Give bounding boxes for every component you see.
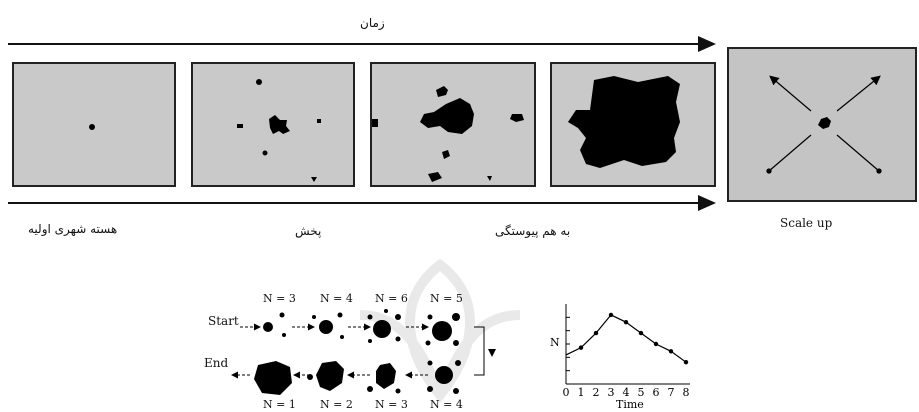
start-label: Start bbox=[208, 314, 239, 328]
chart-x-tick-label: 8 bbox=[683, 386, 690, 399]
label-scale-up: Scale up bbox=[780, 216, 833, 230]
panel-diffusion bbox=[191, 62, 355, 187]
chart-x-tick-label: 6 bbox=[653, 386, 660, 399]
chart-point bbox=[578, 345, 584, 350]
chart-ylabel: N bbox=[550, 336, 560, 349]
chart-point bbox=[623, 319, 629, 325]
time-label: زمان bbox=[360, 16, 385, 30]
count-bottom-2: N = 2 bbox=[320, 398, 353, 411]
end-label: End bbox=[204, 356, 229, 370]
scale-arrow-nw bbox=[769, 75, 812, 112]
core-dot bbox=[89, 124, 95, 130]
chart-x-tick-label: 4 bbox=[623, 386, 630, 399]
panel-initial-core bbox=[12, 62, 176, 187]
chart-x-tick-label: 7 bbox=[668, 386, 675, 399]
scale-arrow-sw bbox=[766, 134, 812, 174]
count-top-1: N = 3 bbox=[263, 292, 296, 305]
chart-x-tick-label: 0 bbox=[563, 386, 570, 399]
blob-evolution-diagram bbox=[231, 309, 496, 395]
count-top-2: N = 4 bbox=[320, 292, 353, 305]
chart-x-tick-label: 3 bbox=[608, 386, 615, 399]
count-bottom-4: N = 4 bbox=[430, 398, 463, 411]
chart-x-tick-label: 5 bbox=[638, 386, 645, 399]
chart-x-tick-label: 1 bbox=[578, 386, 585, 399]
chart-point bbox=[638, 330, 644, 336]
chart-point bbox=[683, 359, 689, 365]
chart-x-tick-label: 2 bbox=[593, 386, 600, 399]
time-arrow-bottom bbox=[8, 195, 716, 211]
count-bottom-1: N = 1 bbox=[263, 398, 296, 411]
label-coalescence: به هم پیوستگی bbox=[495, 224, 571, 238]
chart-point bbox=[593, 330, 599, 336]
chart-point bbox=[608, 312, 614, 318]
count-bottom-3: N = 3 bbox=[375, 398, 408, 411]
panel-scale-up-result bbox=[550, 62, 716, 187]
chart-point bbox=[668, 349, 674, 354]
chart-xlabel: Time bbox=[616, 398, 644, 410]
scale-arrow-ne bbox=[836, 75, 881, 112]
label-diffusion: پخش bbox=[295, 224, 322, 238]
panel-coalescence bbox=[370, 62, 536, 187]
label-initial-core: هسته شهری اولیه bbox=[28, 222, 118, 236]
count-top-3: N = 6 bbox=[375, 292, 408, 305]
panel-scale-up bbox=[727, 47, 917, 202]
time-arrow-top bbox=[8, 36, 716, 52]
chart-point bbox=[653, 341, 659, 347]
count-top-4: N = 5 bbox=[430, 292, 463, 305]
scale-arrow-se bbox=[836, 134, 882, 174]
